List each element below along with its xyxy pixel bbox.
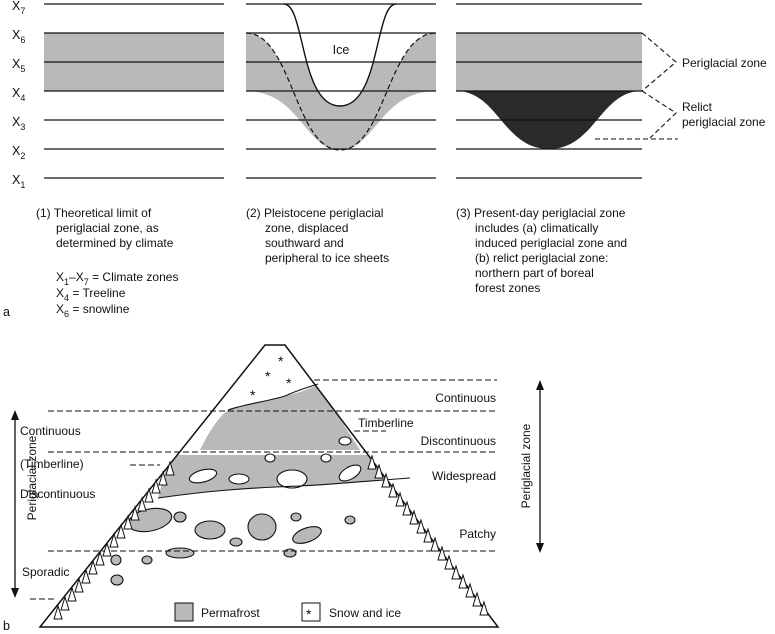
displaced-zone-outline: [245, 32, 437, 151]
snow-swatch-symbol: *: [306, 606, 312, 622]
right-zone-labels: Continuous Timberline Discontinuous Wide…: [358, 391, 496, 541]
caption-3-line-1: (3) Present-day periglacial zone: [456, 206, 626, 220]
left-continuous-label: Continuous: [20, 424, 81, 438]
right-timberline-label: Timberline: [358, 416, 414, 430]
caption-3-line-6: forest zones: [475, 281, 540, 295]
panel-3-present-day: Periglacial zone Relict periglacial zone: [456, 3, 767, 179]
right-widespread-label: Widespread: [432, 469, 496, 483]
ice-label: Ice: [333, 43, 350, 57]
snow-symbols: * * * *: [250, 353, 292, 403]
panel-2-pleistocene: Ice: [245, 3, 437, 179]
permafrost-patches: [110, 507, 356, 586]
caption-3-line-2: includes (a) climatically: [475, 221, 598, 235]
left-timberline-label: (Timberline): [20, 457, 84, 471]
caption-2-line-3: southward and: [265, 236, 344, 250]
part-b-letter: b: [3, 619, 10, 633]
caption-1-line-1: (1) Theoretical limit of: [36, 206, 152, 220]
upper-permafrost: [200, 385, 360, 450]
caption-2-line-4: peripheral to ice sheets: [265, 251, 389, 265]
tree-icons: [53, 454, 489, 620]
left-zone-labels: Continuous (Timberline) Discontinuous Sp…: [20, 424, 95, 579]
left-sporadic-label: Sporadic: [22, 565, 69, 579]
snow-legend-label: Snow and ice: [329, 606, 401, 620]
x2-label: X2: [12, 144, 25, 161]
x1-label: X1: [12, 173, 25, 190]
relict-label-1: Relict: [682, 100, 713, 114]
left-arrow-down: [11, 588, 19, 598]
part-b: * * * *: [3, 344, 544, 633]
legend-climate-zones: X1–X7 = Climate zones: [56, 270, 178, 287]
caption-3-line-4: (b) relict periglacial zone:: [475, 251, 608, 265]
x6-label: X6: [12, 28, 25, 45]
zone-boundaries: [30, 379, 497, 600]
legend-treeline: X4 = Treeline: [56, 286, 126, 303]
left-periglacial-label: Periglacial zone: [25, 435, 39, 520]
periglacial-zone-label: Periglacial zone: [682, 56, 767, 70]
caption-1: (1) Theoretical limit of periglacial zon…: [36, 206, 174, 250]
taliks: [188, 436, 362, 489]
caption-2-line-1: (2) Pleistocene periglacial: [246, 206, 383, 220]
permafrost-lower-edge: [157, 477, 411, 499]
snow-symbol: *: [265, 368, 271, 384]
caption-2-line-2: zone, displaced: [265, 221, 348, 235]
zone-lines-2: [246, 3, 436, 179]
zone-lines-1: [44, 3, 224, 179]
snow-symbol: *: [250, 387, 256, 403]
x4-label: X4: [12, 86, 25, 103]
snowline-edge: [227, 383, 319, 411]
caption-2: (2) Pleistocene periglacial zone, displa…: [246, 206, 389, 265]
ice-sheet-outline: [283, 3, 397, 107]
caption-1-line-3: determined by climate: [56, 236, 174, 250]
legend-snowline: X6 = snowline: [56, 302, 130, 319]
caption-3-line-5: northern part of boreal: [475, 266, 594, 280]
caption-3-line-3: induced periglacial zone and: [475, 236, 627, 250]
caption-3: (3) Present-day periglacial zone include…: [456, 206, 627, 295]
zone-lines-3: [456, 3, 642, 179]
permafrost-swatch: [174, 602, 194, 622]
snow-swatch: [301, 602, 321, 622]
right-continuous-label: Continuous: [435, 391, 496, 405]
zone-brackets: [595, 32, 678, 140]
right-discontinuous-label: Discontinuous: [421, 434, 496, 448]
x7-label: X7: [12, 0, 25, 16]
part-a-letter: a: [3, 305, 10, 319]
snow-symbol: *: [286, 375, 292, 391]
right-arrow-up: [536, 380, 544, 390]
left-arrow-up: [11, 410, 19, 420]
panel-1-theoretical: [44, 3, 224, 179]
right-periglacial-label: Periglacial zone: [519, 423, 533, 508]
snow-symbol: *: [278, 353, 284, 369]
part-b-legend: Permafrost * Snow and ice: [174, 602, 401, 622]
permafrost-legend-label: Permafrost: [201, 606, 260, 620]
climate-legend: X1–X7 = Climate zones X4 = Treeline X6 =…: [56, 270, 178, 319]
left-discontinuous-label: Discontinuous: [20, 487, 95, 501]
x3-label: X3: [12, 115, 25, 132]
relict-label-2: periglacial zone: [682, 115, 766, 129]
climate-zone-labels: X7 X6 X5 X4 X3 X2 X1: [12, 0, 25, 190]
right-arrow-down: [536, 543, 544, 553]
mountain-outline: [38, 344, 500, 628]
right-patchy-label: Patchy: [459, 527, 496, 541]
x5-label: X5: [12, 57, 25, 74]
ice-label-bg: [326, 40, 356, 58]
caption-1-line-2: periglacial zone, as: [56, 221, 159, 235]
snow-cap: [228, 345, 318, 410]
part-a: Ice Periglacial zone Relict periglacial …: [3, 0, 767, 319]
